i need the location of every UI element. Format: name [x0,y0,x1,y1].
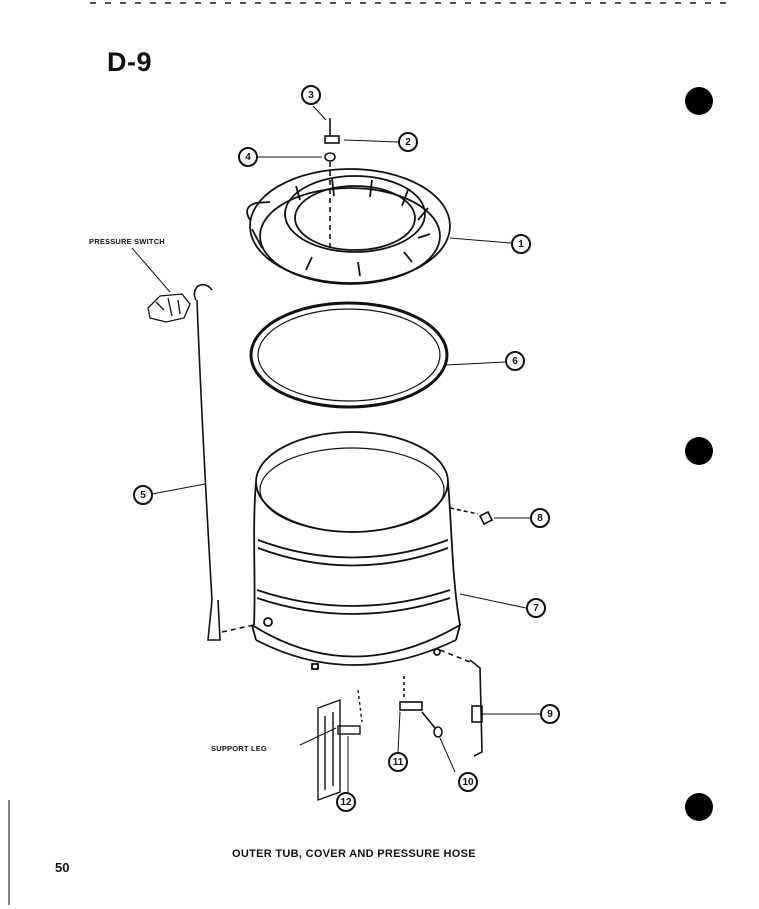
callout-4: 4 [238,147,258,167]
callout-8: 8 [530,508,550,528]
callout-2: 2 [398,132,418,152]
callout-12: 12 [336,792,356,812]
binder-hole-bottom [685,793,713,821]
spring-and-clamp [399,676,443,738]
page-number: 50 [55,860,70,875]
diagram-caption: OUTER TUB, COVER AND PRESSURE HOSE [232,848,476,860]
page-code: D-9 [107,47,153,77]
pressure-switch-label: PRESSURE SWITCH [89,237,165,246]
callout-5: 5 [133,485,153,505]
binder-hole-middle [685,437,713,465]
outer-tub [251,431,461,670]
callout-6: 6 [505,351,525,371]
hose-clip [449,507,494,526]
callout-11: 11 [388,752,408,772]
callout-1: 1 [511,234,531,254]
pressure-hose [193,283,255,641]
support-leg [317,689,363,801]
callout-10: 10 [458,772,478,792]
callout-3: 3 [301,85,321,105]
leader-lines [151,105,540,792]
support-leg-label: SUPPORT LEG [211,744,267,753]
gasket-ring [249,301,449,409]
callout-7: 7 [526,598,546,618]
screw-clip-assembly [324,118,340,248]
pressure-switch [131,247,191,323]
tub-cover [246,168,451,285]
tub-bracket [439,649,483,757]
callout-9: 9 [540,704,560,724]
binder-hole-top [685,87,713,115]
